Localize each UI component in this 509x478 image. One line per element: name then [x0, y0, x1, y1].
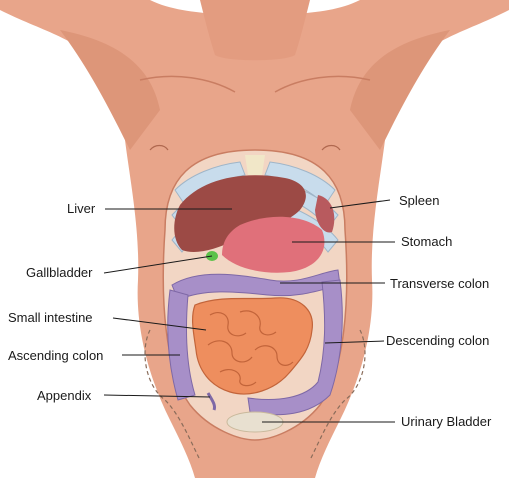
label-small-intestine: Small intestine [8, 310, 93, 325]
label-stomach: Stomach [401, 234, 452, 249]
label-spleen: Spleen [399, 193, 439, 208]
sternum [245, 155, 265, 175]
label-appendix: Appendix [37, 388, 91, 403]
label-descending-colon: Descending colon [386, 333, 489, 348]
label-gallbladder: Gallbladder [26, 265, 93, 280]
label-urinary-bladder: Urinary Bladder [401, 414, 491, 429]
label-transverse-colon: Transverse colon [390, 276, 489, 291]
neck [200, 0, 310, 60]
label-liver: Liver [67, 201, 95, 216]
label-ascending-colon: Ascending colon [8, 348, 103, 363]
